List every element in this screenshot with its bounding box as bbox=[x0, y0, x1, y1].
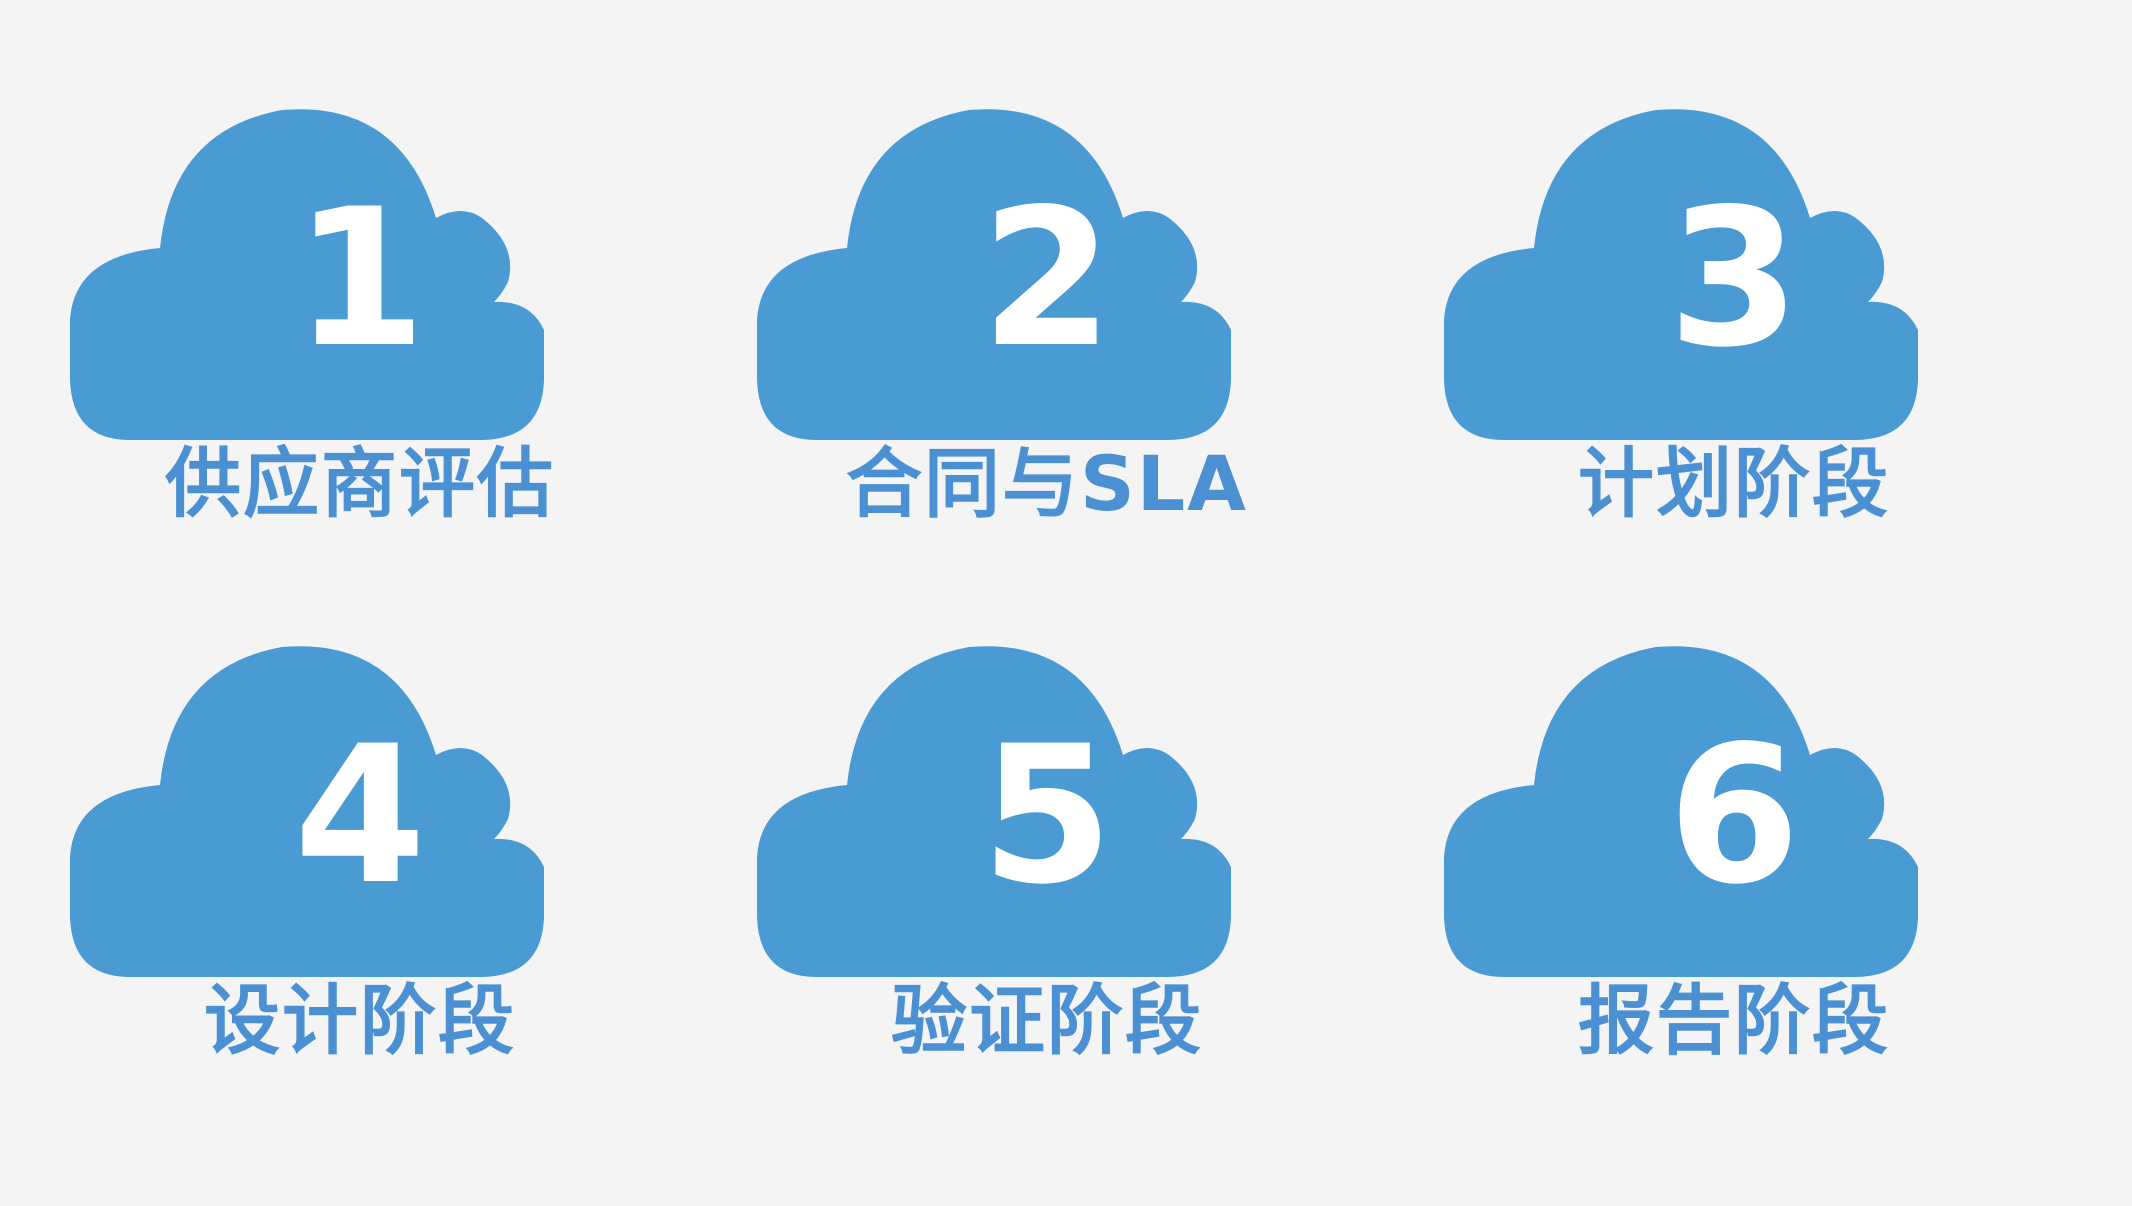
stage-card-5: 5 验证阶段 bbox=[747, 617, 1347, 1077]
cloud-shape bbox=[1444, 109, 1918, 440]
stage-number: 1 bbox=[293, 168, 427, 389]
stage-card-6: 6 报告阶段 bbox=[1434, 617, 2034, 1077]
stage-label: 合同与SLA bbox=[846, 439, 1248, 528]
stage-label: 设计阶段 bbox=[204, 976, 516, 1065]
stage-number: 6 bbox=[1667, 705, 1801, 926]
stage-card-3: 3 计划阶段 bbox=[1434, 80, 2034, 540]
stage-number: 5 bbox=[980, 705, 1114, 926]
stage-number: 3 bbox=[1667, 168, 1801, 389]
stage-label: 报告阶段 bbox=[1578, 976, 1890, 1065]
cloud-shape bbox=[757, 646, 1231, 977]
cloud-shape bbox=[1444, 646, 1918, 977]
stage-card-4: 4 设计阶段 bbox=[60, 617, 660, 1077]
stage-number: 4 bbox=[293, 705, 427, 926]
stage-card-2: 2 合同与SLA bbox=[747, 80, 1347, 540]
stage-number: 2 bbox=[980, 168, 1114, 389]
stage-label: 验证阶段 bbox=[891, 976, 1203, 1065]
cloud-shape bbox=[70, 646, 544, 977]
cloud-shape bbox=[757, 109, 1231, 440]
cloud-shape bbox=[70, 109, 544, 440]
stage-label: 供应商评估 bbox=[165, 439, 555, 528]
stage-card-1: 1 供应商评估 bbox=[60, 80, 660, 540]
stage-label: 计划阶段 bbox=[1578, 439, 1890, 528]
